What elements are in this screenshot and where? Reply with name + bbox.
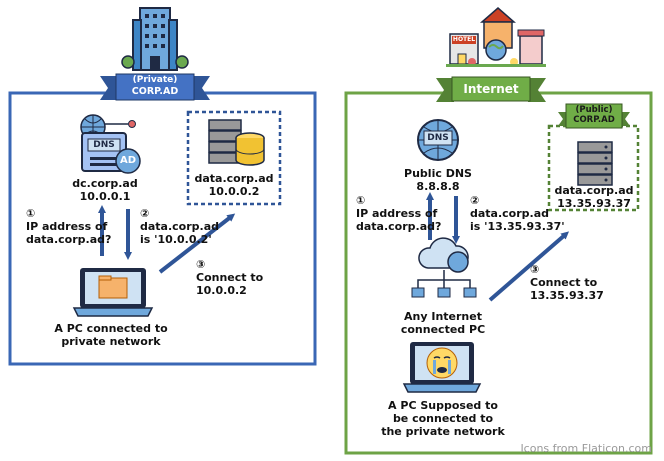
left-step2-line2: is '10.0.0.2' — [140, 233, 212, 246]
right-step2-line1: data.corp.ad — [470, 207, 550, 220]
crying-pc-laptop-icon — [402, 342, 482, 393]
dc-ip: 10.0.0.1 — [79, 190, 131, 203]
dc-dns-badge: DNS — [93, 140, 115, 150]
left-step2-line1: data.corp.ad — [140, 220, 220, 233]
internet-ribbon-label: Internet — [463, 82, 519, 96]
city-hotel-icon — [446, 7, 546, 67]
private-ribbon-top: (Private) — [132, 75, 178, 85]
supposed-pc-line3: the private network — [381, 425, 505, 438]
private-pc-line1: A PC connected to — [54, 322, 168, 335]
left-step1-line2: data.corp.ad? — [26, 233, 112, 246]
right-step3-line1: Connect to — [530, 276, 598, 289]
right-step3-line2: 13.35.93.37 — [530, 289, 604, 302]
private-pc-line2: private network — [61, 335, 161, 348]
public-ribbon-bottom: CORP.AD — [573, 115, 615, 125]
left-step1-line1: IP address of — [26, 220, 108, 233]
right-step1-line2: data.corp.ad? — [356, 220, 442, 233]
left-step2-num: ② — [140, 207, 150, 220]
right-step3-num: ③ — [530, 263, 540, 276]
public-corp-ribbon — [558, 103, 630, 129]
supposed-pc-line2: be connected to — [392, 412, 494, 425]
internet-pc-line1: Any Internet — [404, 310, 482, 323]
right-arrow-connect — [488, 231, 570, 302]
public-dns-server-icon — [417, 119, 459, 161]
public-dns-ip: 8.8.8.8 — [416, 180, 460, 193]
icon-credit: Icons from Flaticon.com — [520, 442, 652, 455]
left-step3-line1: Connect to — [196, 271, 264, 284]
public-data-server-icon — [577, 141, 613, 186]
internet-ribbon — [436, 76, 546, 102]
left-step3-num: ③ — [196, 258, 206, 271]
data-server-name: data.corp.ad — [194, 172, 274, 185]
left-arrow-connect — [158, 213, 236, 274]
office-building-icon — [121, 7, 189, 71]
dc-name: dc.corp.ad — [72, 177, 138, 190]
right-step2-num: ② — [470, 194, 480, 207]
internet-pc-line2: connected PC — [400, 323, 486, 336]
public-dns-badge: DNS — [427, 133, 449, 143]
data-server-icon — [208, 119, 265, 166]
private-corp-ribbon — [100, 73, 210, 101]
public-dns-name: Public DNS — [404, 167, 472, 180]
hotel-sign: HOTEL — [452, 36, 476, 43]
right-step1-num: ① — [356, 194, 366, 207]
supposed-pc-line1: A PC Supposed to — [388, 399, 498, 412]
public-ribbon-top: (Public) — [575, 105, 613, 115]
private-pc-laptop-icon — [72, 268, 154, 317]
private-ribbon-bottom: CORP.AD — [131, 86, 179, 97]
dc-ad-badge: AD — [119, 155, 137, 166]
public-data-ip: 13.35.93.37 — [557, 197, 631, 210]
data-server-ip: 10.0.0.2 — [208, 185, 260, 198]
right-step1-line1: IP address of — [356, 207, 438, 220]
cloud-network-icon — [411, 237, 477, 298]
data-server-dashed-box — [186, 110, 282, 206]
right-step2-line2: is '13.35.93.37' — [470, 220, 565, 233]
left-step3-line2: 10.0.0.2 — [196, 284, 247, 297]
left-step1-num: ① — [26, 207, 36, 220]
domain-controller-icon — [80, 114, 141, 174]
public-data-name: data.corp.ad — [554, 184, 634, 197]
